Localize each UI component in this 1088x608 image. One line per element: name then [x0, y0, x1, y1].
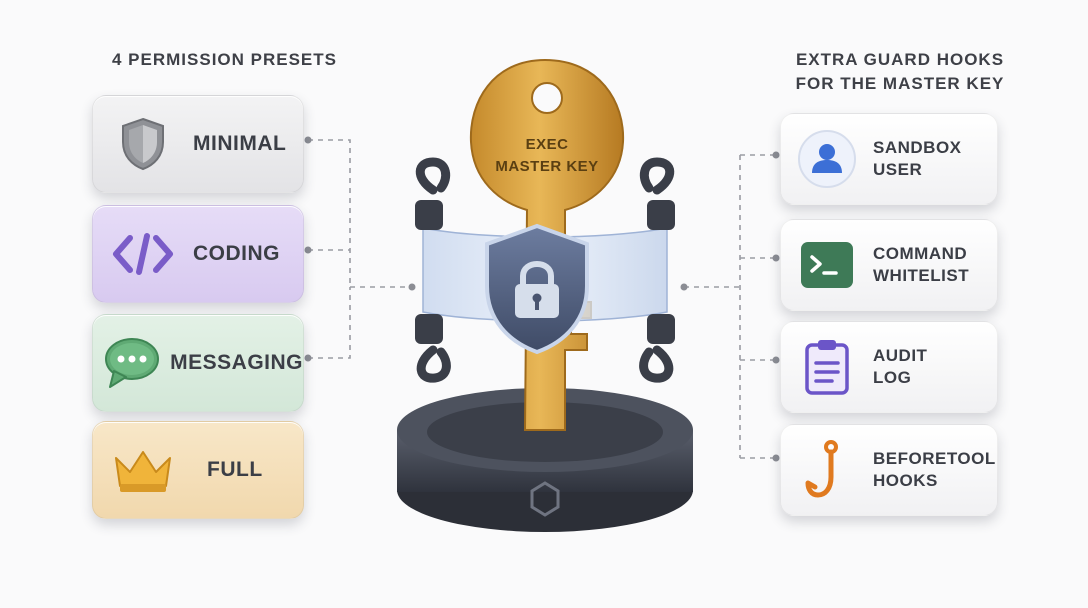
key-label-line2: MASTER KEY: [495, 158, 598, 175]
preset-card-coding[interactable]: CODING: [92, 205, 304, 303]
terminal-icon: [801, 242, 853, 288]
hook-card-beforetool-hooks[interactable]: BEFORETOOL HOOKS: [780, 424, 998, 516]
hook-card-command-whitelist[interactable]: COMMAND WHITELIST: [780, 219, 998, 311]
preset-label-full: FULL: [207, 458, 263, 481]
hook-card-sandbox-user[interactable]: SANDBOX USER: [780, 113, 998, 205]
clipboard-icon: [805, 340, 849, 395]
right-heading: EXTRA GUARD HOOKS FOR THE MASTER KEY: [795, 50, 1005, 93]
preset-card-minimal[interactable]: MINIMAL: [92, 95, 304, 193]
pedestal-icon: [397, 388, 693, 532]
preset-card-full[interactable]: FULL: [92, 421, 304, 519]
code-brackets-icon: [113, 233, 173, 275]
chain-icon: [415, 157, 675, 383]
shield-icon: [122, 117, 164, 171]
crown-icon: [115, 451, 171, 492]
key-label-line1: EXEC: [526, 136, 569, 153]
preset-card-messaging[interactable]: MESSAGING: [92, 314, 304, 412]
hook-label-audit-log: AUDIT LOG: [873, 346, 928, 387]
master-key-illustration: EXEC MASTER KEY: [397, 58, 693, 532]
hook-icon: [805, 440, 838, 498]
hook-card-audit-log[interactable]: AUDIT LOG: [780, 321, 998, 413]
preset-label-coding: CODING: [193, 242, 280, 265]
left-heading: 4 PERMISSION PRESETS: [112, 50, 337, 69]
hook-label-command-whitelist: COMMAND WHITELIST: [873, 244, 970, 285]
preset-label-minimal: MINIMAL: [193, 132, 287, 155]
chat-bubble-icon: [104, 338, 159, 388]
hook-label-sandbox-user: SANDBOX USER: [873, 138, 962, 179]
preset-label-messaging: MESSAGING: [170, 351, 303, 374]
hook-label-beforetool-hooks: BEFORETOOL HOOKS: [873, 449, 996, 490]
user-icon: [798, 130, 856, 188]
padlock-shield-icon: [485, 223, 589, 355]
